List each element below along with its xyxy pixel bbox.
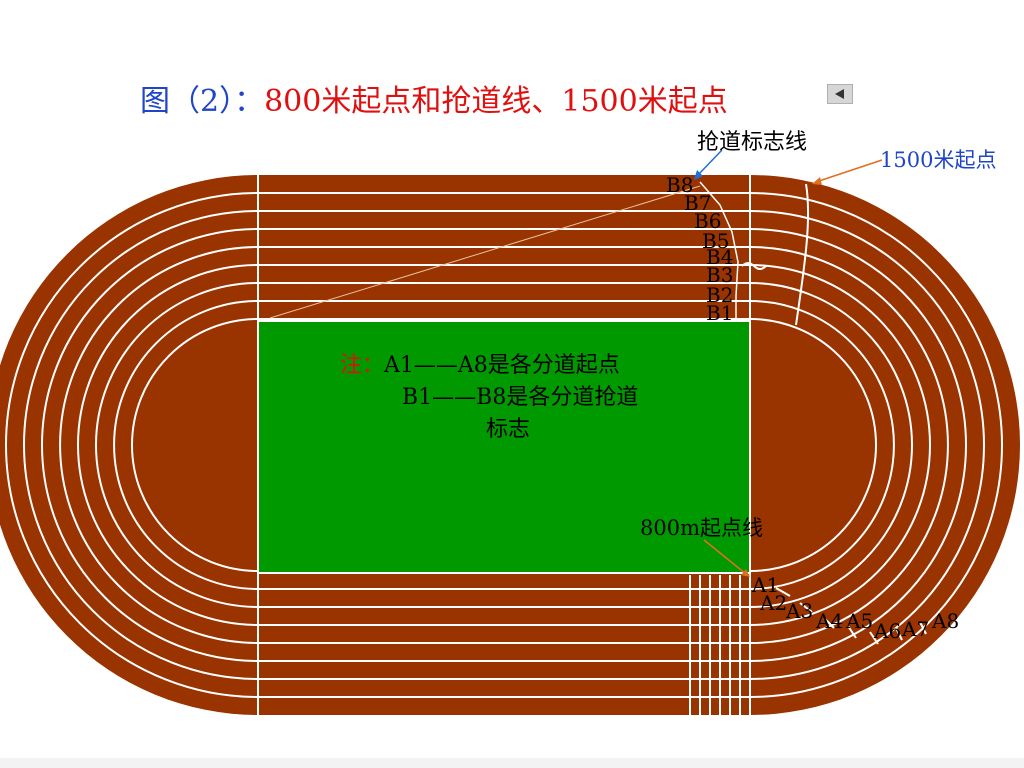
b-label-5: B5 bbox=[702, 229, 729, 253]
b-marker-guide bbox=[699, 181, 739, 322]
b-label-4: B4 bbox=[706, 245, 733, 269]
a-label-5: A5 bbox=[845, 609, 873, 633]
a-label-2: A2 bbox=[759, 591, 787, 615]
b-marker-labels: B8 B7 B6 B5 B4 B3 B2 B1 bbox=[666, 173, 733, 325]
infield-grass bbox=[257, 320, 751, 574]
a-label-4: A4 bbox=[815, 609, 843, 633]
arrow-800-head bbox=[741, 569, 750, 577]
break-line-diagonal bbox=[269, 185, 701, 319]
back-button[interactable] bbox=[827, 84, 853, 104]
bottom-rule bbox=[0, 758, 1024, 768]
b-label-1: B1 bbox=[706, 301, 733, 325]
b-label-2: B2 bbox=[706, 283, 733, 307]
a-label-6: A6 bbox=[873, 619, 901, 643]
note-line-1: 注：A1——A8是各分道起点 bbox=[340, 353, 620, 378]
arrow-break-line bbox=[696, 149, 723, 177]
note-line-2: B1——B8是各分道抢道 bbox=[402, 385, 639, 410]
title-prefix: 图（2）： bbox=[140, 84, 265, 119]
start-ticks-800 bbox=[689, 575, 741, 715]
arrow-1500 bbox=[815, 159, 883, 183]
b-label-3: B3 bbox=[706, 263, 733, 287]
a-marker-labels: A1 A2 A3 A4 A5 A6 A7 A8 bbox=[751, 573, 959, 643]
b-label-8: B8 bbox=[666, 173, 693, 197]
arrow-800 bbox=[703, 539, 747, 575]
arrow-break-line-head bbox=[694, 170, 703, 180]
start-1500-label: 1500米起点 bbox=[880, 148, 997, 172]
note-head: 注： bbox=[340, 353, 385, 378]
b-label-7: B7 bbox=[684, 191, 711, 215]
a-marker-ticks bbox=[775, 587, 927, 645]
break-line-label: 抢道标志线 bbox=[697, 130, 808, 155]
a-label-1: A1 bbox=[751, 573, 779, 597]
a-label-3: A3 bbox=[785, 599, 813, 623]
note-line-3: 标志 bbox=[486, 417, 531, 442]
start-line-1500 bbox=[795, 183, 810, 326]
start-800-label: 800m起点线 bbox=[640, 516, 763, 540]
slide-title: 图（2）：800米起点和抢道线、1500米起点 bbox=[140, 76, 728, 120]
b-label-6: B6 bbox=[694, 209, 721, 233]
a-label-7: A7 bbox=[901, 617, 929, 641]
b-marker-squiggle bbox=[741, 262, 767, 270]
back-triangle-icon bbox=[835, 89, 844, 99]
arrow-1500-head bbox=[812, 177, 822, 185]
title-main: 800米起点和抢道线、1500米起点 bbox=[264, 84, 728, 119]
a-label-8: A8 bbox=[931, 609, 959, 633]
note-block: 注：A1——A8是各分道起点 B1——B8是各分道抢道 标志 bbox=[340, 350, 740, 446]
